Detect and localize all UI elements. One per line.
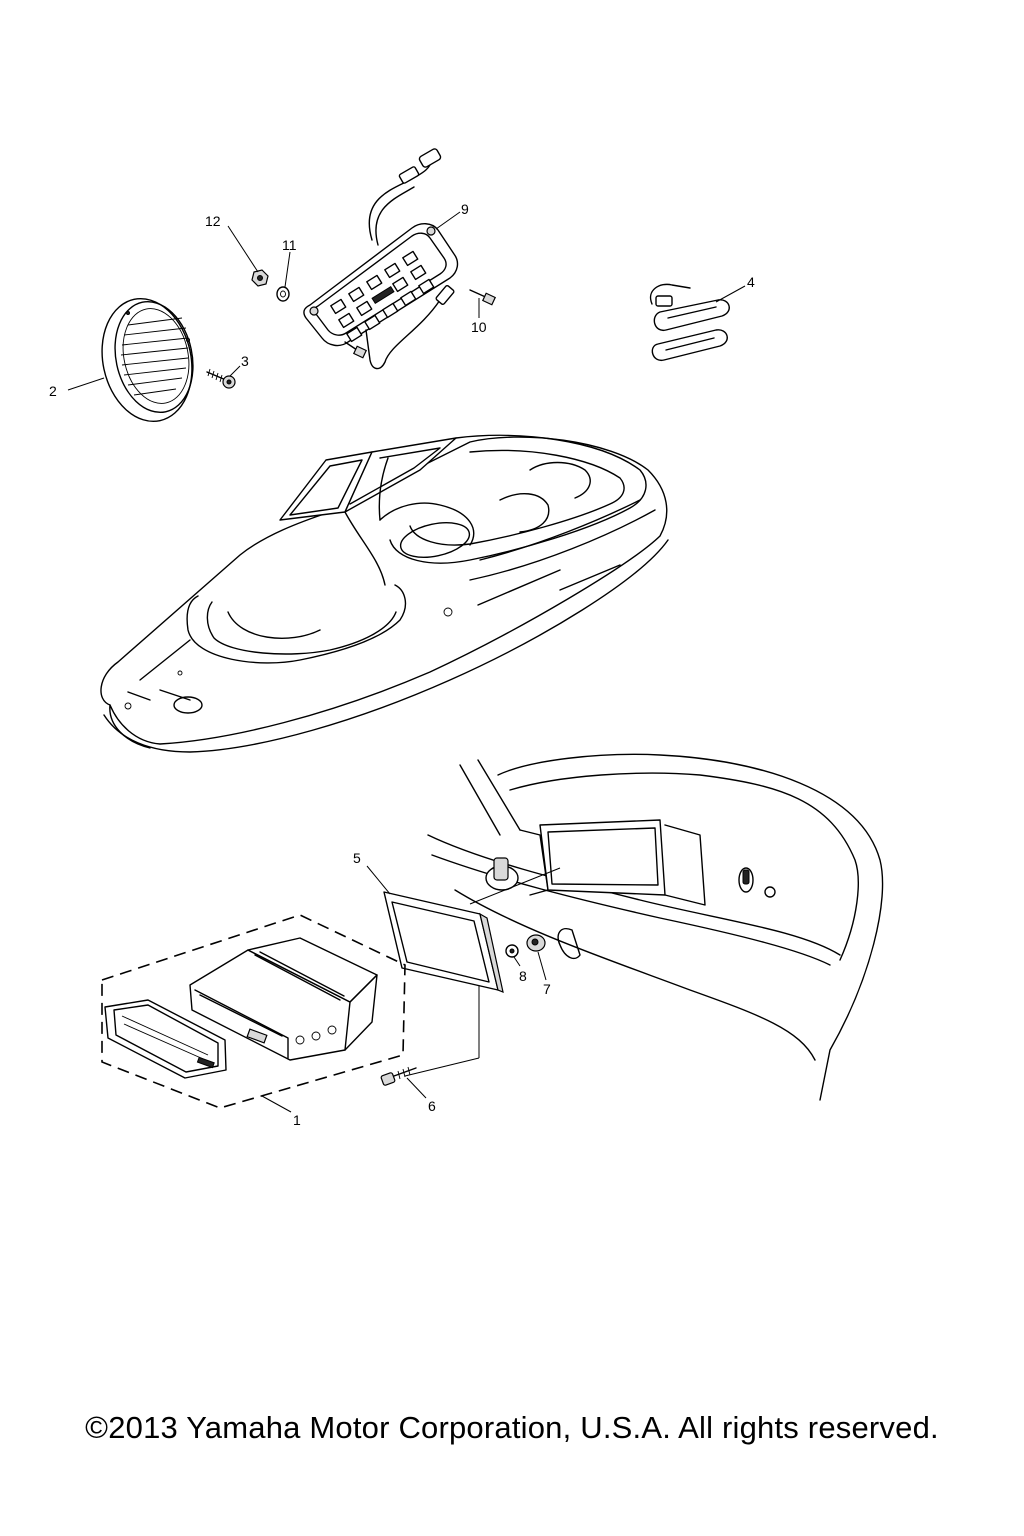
callout-1: 1 <box>293 1112 301 1128</box>
mounting-screw <box>380 1066 417 1086</box>
callout-6: 6 <box>428 1098 436 1114</box>
switch-panel <box>303 148 459 370</box>
wire-harness <box>649 283 730 361</box>
speaker-screw <box>206 368 236 389</box>
callout-2: 2 <box>49 383 57 399</box>
trim-bezel <box>383 891 504 993</box>
dashboard-closeup <box>427 753 884 1101</box>
panel-screw <box>344 289 497 359</box>
callout-8: 8 <box>519 968 527 984</box>
callout-9: 9 <box>461 201 469 217</box>
copyright-notice: ©2013 Yamaha Motor Corporation, U.S.A. A… <box>85 1410 939 1445</box>
callout-3: 3 <box>241 353 249 369</box>
callout-10: 10 <box>471 319 487 335</box>
callout-7: 7 <box>543 981 551 997</box>
nut <box>251 269 269 287</box>
knob <box>526 934 546 952</box>
leader-lines <box>67 211 746 1113</box>
callout-11: 11 <box>282 237 297 253</box>
knob-washer <box>505 944 519 958</box>
callout-5: 5 <box>353 850 361 866</box>
washer <box>276 286 290 302</box>
stereo-head-unit <box>101 914 406 1109</box>
boat-hull <box>100 434 669 753</box>
speaker-grille <box>101 297 194 423</box>
callout-labels: 1 2 3 4 5 6 7 8 9 10 11 12 <box>49 201 755 1128</box>
callout-12: 12 <box>205 213 221 229</box>
callout-4: 4 <box>747 274 755 290</box>
